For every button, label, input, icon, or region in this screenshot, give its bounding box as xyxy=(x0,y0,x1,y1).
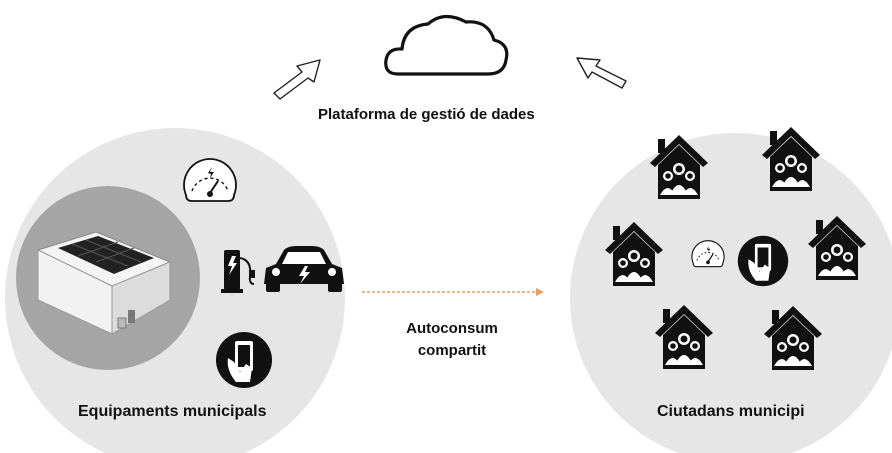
ev-charger-icon xyxy=(221,250,255,293)
upload-arrow-right-icon xyxy=(576,57,627,89)
upload-arrow-left-icon xyxy=(273,59,321,100)
flow-label-line1: Autoconsum xyxy=(406,320,498,337)
family-house-icon xyxy=(762,127,820,191)
phone-in-hand-icon xyxy=(216,332,272,388)
flow-label-line2: compartit xyxy=(417,342,487,359)
shared-self-consumption-arrow xyxy=(362,288,544,296)
citizens-label: Ciutadans municipi xyxy=(657,403,805,420)
phone-in-hand-icon xyxy=(737,235,789,287)
energy-meter-icon xyxy=(183,158,237,202)
electric-car-icon xyxy=(264,246,344,292)
solar-building-icon xyxy=(36,231,172,335)
cloud-icon xyxy=(384,14,509,76)
citizens-circle xyxy=(570,133,892,453)
shared-self-consumption-label: Autoconsum compartit xyxy=(392,318,512,362)
energy-meter-icon xyxy=(691,240,725,268)
platform-label: Plataforma de gestió de dades xyxy=(318,106,535,123)
municipal-facilities-label: Equipaments municipals xyxy=(78,403,267,420)
